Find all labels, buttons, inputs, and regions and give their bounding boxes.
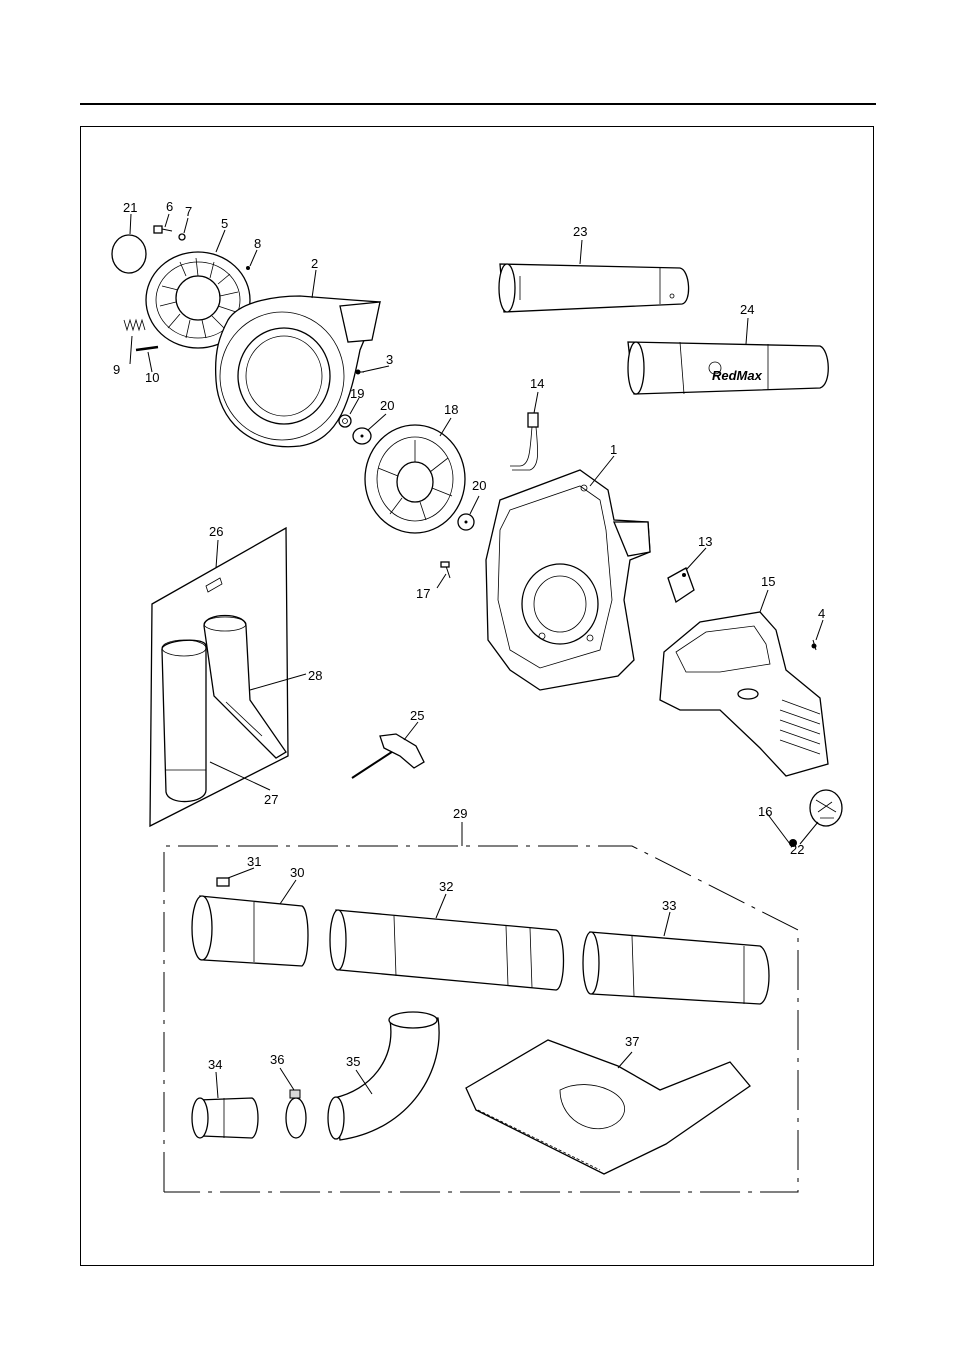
label-10: 10 — [145, 370, 159, 385]
part-33-flared-pipe — [582, 931, 770, 1005]
label-27: 27 — [264, 792, 278, 807]
label-22: 22 — [790, 842, 804, 857]
part-22-decal — [809, 789, 843, 827]
label-34: 34 — [208, 1057, 222, 1072]
part-21-cap — [111, 234, 147, 274]
label-32: 32 — [439, 879, 453, 894]
part-31-screw — [216, 877, 230, 887]
part-13-cover — [667, 567, 695, 604]
diagram-frame — [80, 126, 874, 1266]
label-5: 5 — [221, 216, 228, 231]
part-5-starter-housing — [145, 251, 251, 349]
label-18: 18 — [444, 402, 458, 417]
part-9-spring — [123, 318, 146, 332]
part-14-switch — [510, 412, 539, 471]
part-number-labels: 21 6 7 5 8 2 9 10 3 19 20 18 20 14 1 13 … — [113, 199, 825, 1072]
part-32-long-pipe — [329, 909, 565, 991]
label-31: 31 — [247, 854, 261, 869]
label-3: 3 — [386, 352, 393, 367]
label-8: 8 — [254, 236, 261, 251]
label-19: 19 — [350, 386, 364, 401]
label-29: 29 — [453, 806, 467, 821]
label-6: 6 — [166, 199, 173, 214]
part-18-impeller — [364, 424, 466, 534]
part-24-logo-pipe: RedMax — [627, 341, 829, 395]
label-23: 23 — [573, 224, 587, 239]
part-2-fan-housing — [214, 295, 381, 448]
label-21: 21 — [123, 200, 137, 215]
part-34-coupling — [191, 1097, 259, 1139]
part-29-kit-boundary — [163, 845, 799, 1193]
part-7-washer — [178, 233, 186, 241]
leader-lines — [129, 213, 824, 1099]
label-13: 13 — [698, 534, 712, 549]
label-15: 15 — [761, 574, 775, 589]
part-20-washer-upper — [352, 427, 372, 445]
part-28-curved-nozzle — [203, 614, 287, 759]
label-16: 16 — [758, 804, 772, 819]
part-1-main-housing — [485, 469, 651, 691]
label-1: 1 — [610, 442, 617, 457]
label-37: 37 — [625, 1034, 639, 1049]
part-16-screw — [789, 839, 797, 847]
part-30-adapter — [191, 895, 309, 967]
label-36: 36 — [270, 1052, 284, 1067]
part-35-elbow — [327, 1011, 440, 1141]
label-26: 26 — [209, 524, 223, 539]
label-35: 35 — [346, 1054, 360, 1069]
part-4-screw — [811, 639, 817, 651]
label-33: 33 — [662, 898, 676, 913]
part-20-washer-lower — [457, 513, 475, 531]
part-19-nut — [338, 414, 352, 428]
label-4: 4 — [818, 606, 825, 621]
label-2: 2 — [311, 256, 318, 271]
part-17-screw — [440, 561, 451, 579]
part-25-wrench — [351, 733, 425, 779]
part-27-pipe — [161, 639, 207, 803]
part-15-handle-cover — [659, 611, 829, 777]
label-9: 9 — [113, 362, 120, 377]
header-rule — [80, 103, 876, 105]
part-26-package — [149, 526, 289, 828]
part-37-collection-bag — [465, 1039, 751, 1175]
label-7: 7 — [185, 204, 192, 219]
part-36-clamp — [285, 1089, 307, 1139]
label-30: 30 — [290, 865, 304, 880]
part-23-nozzle-pipe — [498, 263, 690, 313]
part-8-pin — [246, 266, 250, 270]
label-14: 14 — [530, 376, 544, 391]
brand-logo-text: RedMax — [712, 368, 763, 383]
part-6-bolt — [153, 225, 173, 234]
label-25: 25 — [410, 708, 424, 723]
label-20-upper: 20 — [380, 398, 394, 413]
label-20-lower: 20 — [472, 478, 486, 493]
part-10-pin — [135, 345, 159, 352]
label-17: 17 — [416, 586, 430, 601]
label-28: 28 — [308, 668, 322, 683]
label-24: 24 — [740, 302, 754, 317]
